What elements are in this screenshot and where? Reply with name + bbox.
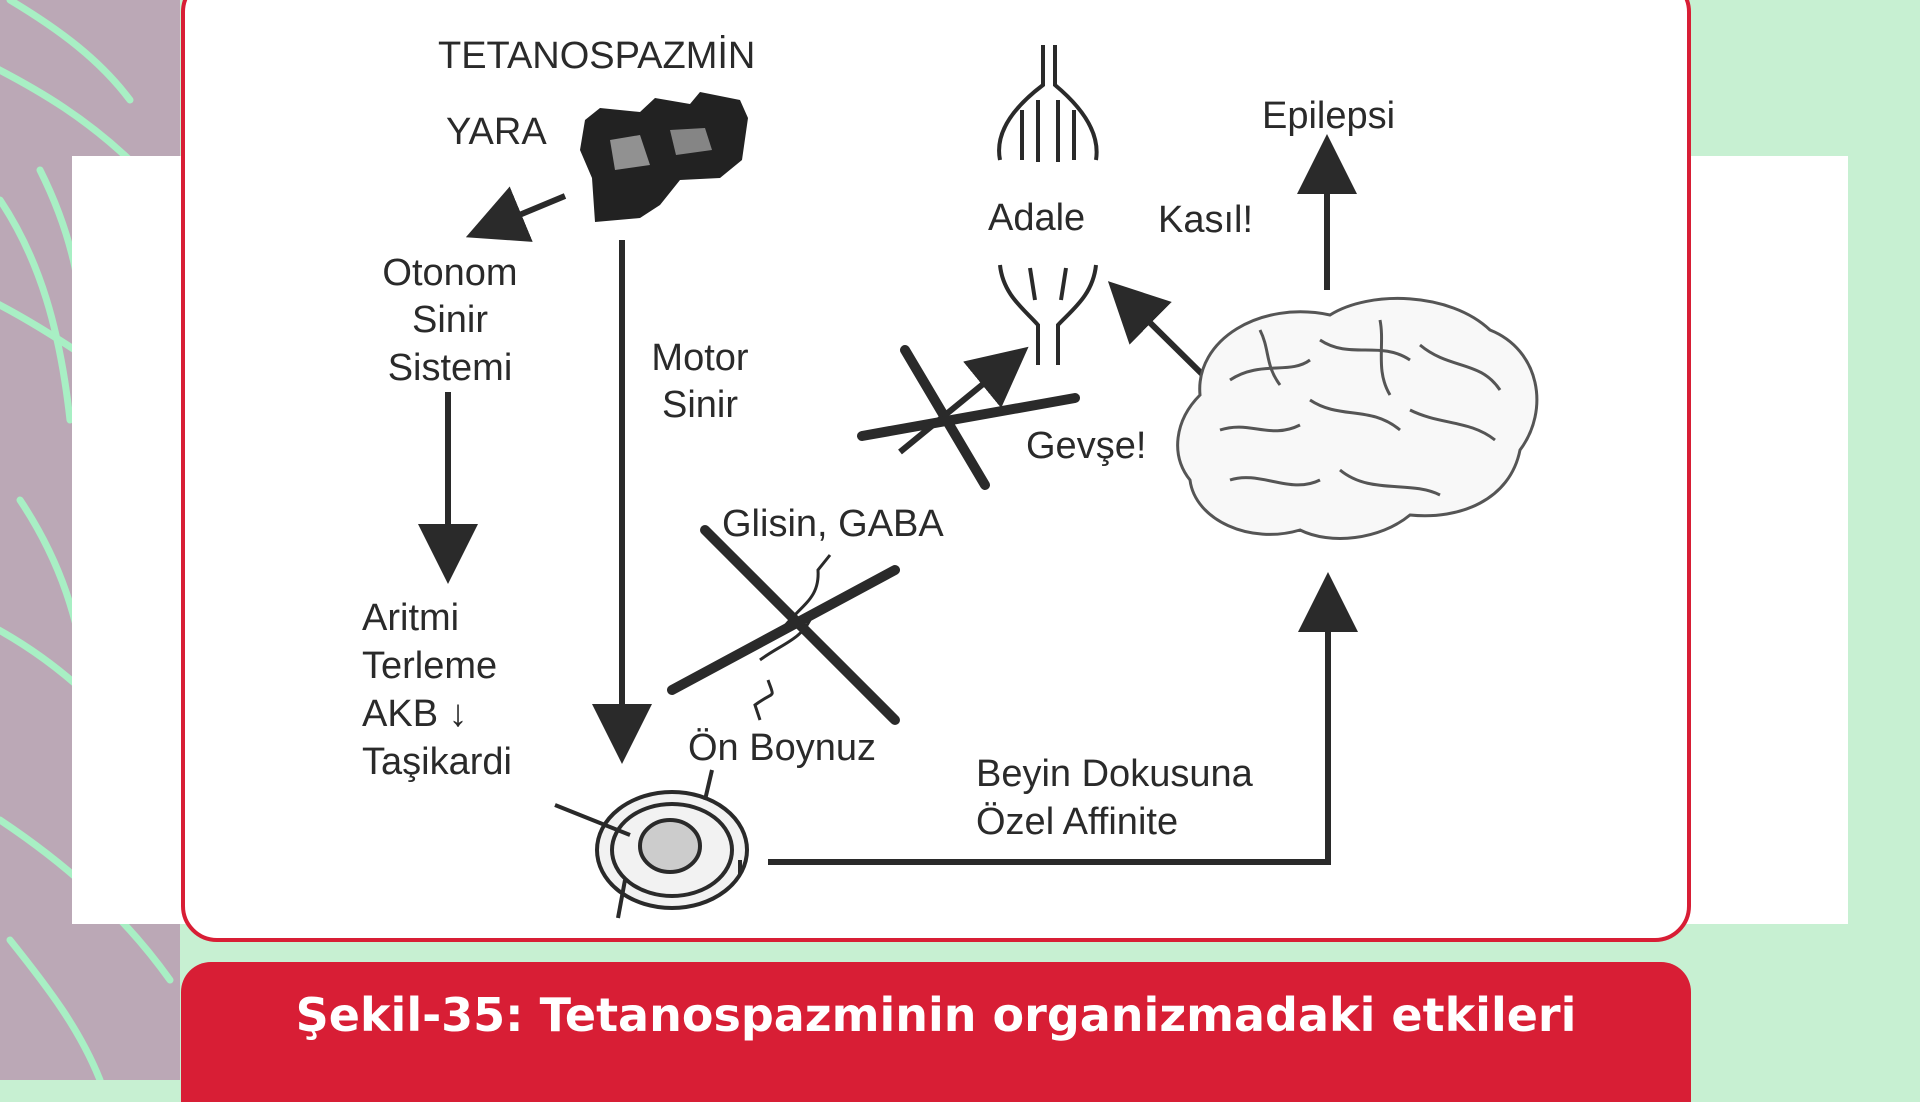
brain-icon	[1176, 296, 1539, 540]
arrow-cord-to-brain	[768, 572, 1358, 865]
label-on-boynuz: Ön Boynuz	[688, 727, 876, 769]
blocked-cross-upper	[857, 345, 1080, 490]
label-beyin-line2: Özel Affinite	[976, 801, 1178, 843]
wound-icon	[580, 92, 748, 222]
arrow-wound-to-autonomic	[465, 186, 567, 242]
label-motor-line1: Motor	[651, 337, 748, 379]
label-effect-akb: AKB ↓	[362, 693, 468, 735]
spinal-cord-icon	[554, 769, 749, 919]
caption-bar: Şekil-35: Tetanospazminin organizmadaki …	[181, 962, 1691, 1102]
blocked-cross-lower	[667, 525, 900, 725]
label-motor-line2: Sinir	[662, 384, 738, 426]
arrow-blocked-relax	[898, 346, 1029, 455]
label-tetanospazmin: TETANOSPAZMİN	[438, 34, 755, 77]
label-adale: Adale	[988, 197, 1085, 239]
muscle-icon	[997, 45, 1099, 365]
label-otonom-line3: Sistemi	[388, 347, 513, 389]
label-epilepsi: Epilepsi	[1262, 95, 1395, 137]
label-effect-terleme: Terleme	[362, 645, 497, 687]
label-glisin-gaba: Glisin, GABA	[722, 503, 944, 545]
label-otonom-line2: Sinir	[412, 299, 488, 341]
label-otonom-line1: Otonom	[382, 252, 517, 294]
label-effect-aritmi: Aritmi	[362, 597, 459, 639]
label-kasil: Kasıl!	[1158, 199, 1253, 241]
label-beyin-line1: Beyin Dokusuna	[976, 753, 1254, 795]
figure-caption: Şekil-35: Tetanospazminin organizmadaki …	[295, 988, 1577, 1042]
label-yara: YARA	[446, 111, 547, 153]
label-gevse: Gevşe!	[1026, 425, 1146, 467]
arrow-brain-to-muscle	[1107, 281, 1205, 377]
label-effect-tasikardi: Taşikardi	[362, 741, 512, 783]
